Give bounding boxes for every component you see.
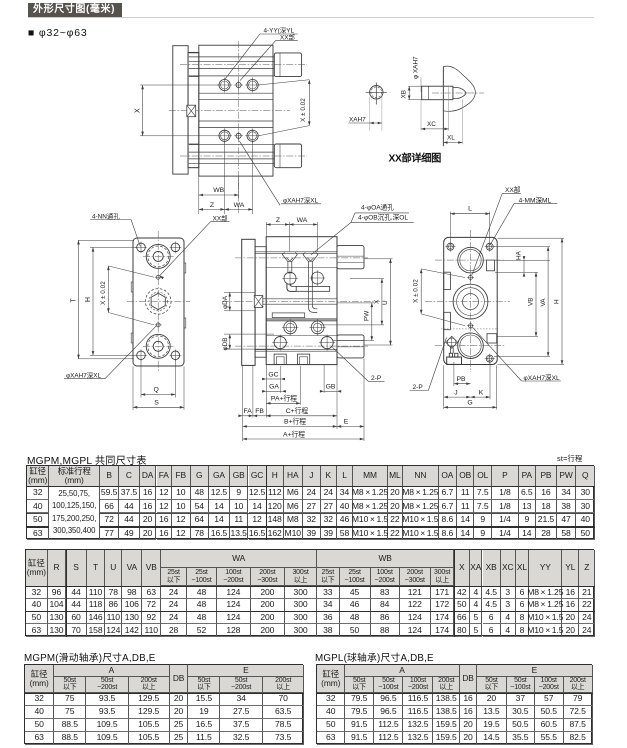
svg-text:K: K	[479, 389, 484, 396]
svg-text:PB: PB	[456, 376, 466, 383]
svg-text:GB: GB	[326, 384, 336, 391]
svg-text:GC: GC	[268, 371, 278, 378]
svg-text:U: U	[382, 300, 389, 305]
svg-text:E: E	[344, 419, 349, 426]
svg-text:φ XAH7: φ XAH7	[413, 56, 420, 79]
svg-text:XX部详细图: XX部详细图	[389, 151, 442, 164]
svg-text:H: H	[85, 297, 92, 302]
svg-text:J: J	[454, 389, 457, 396]
svg-text:φXAH7深XL: φXAH7深XL	[524, 373, 560, 382]
svg-text:4-φOB沉孔,深OL: 4-φOB沉孔,深OL	[358, 213, 408, 222]
svg-text:T: T	[71, 298, 78, 303]
svg-text:WA: WA	[297, 217, 308, 224]
svg-text:XL: XL	[447, 135, 455, 142]
svg-text:2-P: 2-P	[413, 384, 424, 391]
svg-text:G: G	[467, 400, 472, 407]
svg-text:X ± 0.02: X ± 0.02	[300, 98, 307, 122]
svg-text:XB: XB	[401, 90, 408, 99]
svg-text:WA: WA	[234, 202, 245, 209]
svg-text:XC: XC	[427, 121, 436, 128]
svg-text:PA+行程: PA+行程	[271, 394, 297, 403]
svg-text:S: S	[154, 399, 159, 406]
svg-text:A+行程: A+行程	[283, 429, 305, 438]
svg-text:FA: FA	[244, 408, 253, 415]
svg-text:Q: Q	[154, 387, 159, 394]
svg-text:X: X	[135, 108, 142, 113]
svg-text:WB: WB	[213, 187, 224, 194]
svg-text:Z: Z	[210, 202, 214, 209]
svg-text:X ± 0.02: X ± 0.02	[413, 279, 420, 303]
svg-text:φDB: φDB	[222, 337, 229, 350]
svg-text:φXAH7深XL: φXAH7深XL	[66, 371, 101, 380]
svg-text:L: L	[468, 206, 472, 213]
svg-text:H: H	[554, 299, 561, 304]
svg-text:Z: Z	[276, 217, 280, 224]
svg-text:4-NN通孔: 4-NN通孔	[92, 211, 120, 220]
svg-text:XAH7: XAH7	[349, 116, 366, 123]
svg-text:GA: GA	[269, 384, 279, 391]
svg-text:XX部: XX部	[213, 214, 229, 223]
svg-text:VA: VA	[540, 298, 547, 307]
svg-text:X: X	[374, 299, 381, 304]
svg-text:VB: VB	[528, 297, 535, 306]
svg-text:X ± 0.02: X ± 0.02	[100, 281, 107, 305]
svg-text:4-YY(深YL: 4-YY(深YL	[264, 26, 295, 35]
svg-text:4-MM深ML: 4-MM深ML	[519, 195, 552, 204]
svg-text:φDA: φDA	[222, 295, 229, 309]
svg-text:2-P: 2-P	[371, 375, 382, 382]
svg-text:HA: HA	[516, 250, 523, 260]
svg-text:C+行程: C+行程	[286, 406, 309, 415]
svg-text:FB: FB	[255, 408, 264, 415]
svg-text:XX部: XX部	[505, 185, 521, 194]
svg-text:B+行程: B+行程	[284, 417, 306, 426]
svg-text:XX部: XX部	[280, 32, 296, 41]
svg-text:4-φOA通孔: 4-φOA通孔	[361, 203, 394, 212]
svg-text:PW: PW	[364, 310, 371, 321]
svg-text:φXAH7深XL: φXAH7深XL	[283, 196, 318, 205]
